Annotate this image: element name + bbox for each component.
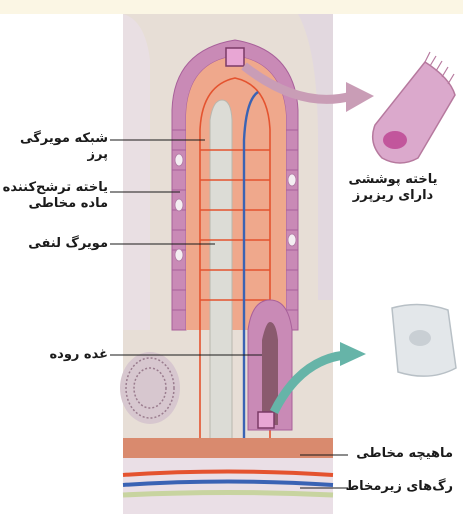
top-strip <box>0 0 463 14</box>
label-goblet-cell: یاخته ترشح‌کننده ماده مخاطی <box>3 180 108 213</box>
label-muscularis-mucosae: ماهیچه مخاطی <box>356 446 453 462</box>
muscle-layers <box>123 438 333 514</box>
label-ciliated-cell: یاخته پوششی دارای ریزپرز <box>338 172 448 205</box>
label-ciliated-cell-line1: یاخته پوششی <box>338 172 448 188</box>
label-ciliated-cell-line2: دارای ریزپرز <box>338 188 448 204</box>
label-submucosa-vessels: رگ‌های زیرمخاط <box>346 479 453 495</box>
label-lacteal: مویرگ لنفی <box>28 236 108 252</box>
intestinal-gland <box>248 300 292 430</box>
label-intestinal-gland: غده روده <box>50 347 109 363</box>
ciliated-cell-illustration <box>373 52 455 163</box>
label-goblet-cell-line1: یاخته ترشح‌کننده <box>3 180 108 196</box>
label-goblet-cell-line2: ماده مخاطی <box>3 196 108 212</box>
label-capillary-network: شبکه مویرگی پرز <box>0 131 108 164</box>
lymphoid-nodule <box>120 352 180 424</box>
lacteal <box>210 100 232 470</box>
gland-cell-illustration <box>392 304 456 376</box>
